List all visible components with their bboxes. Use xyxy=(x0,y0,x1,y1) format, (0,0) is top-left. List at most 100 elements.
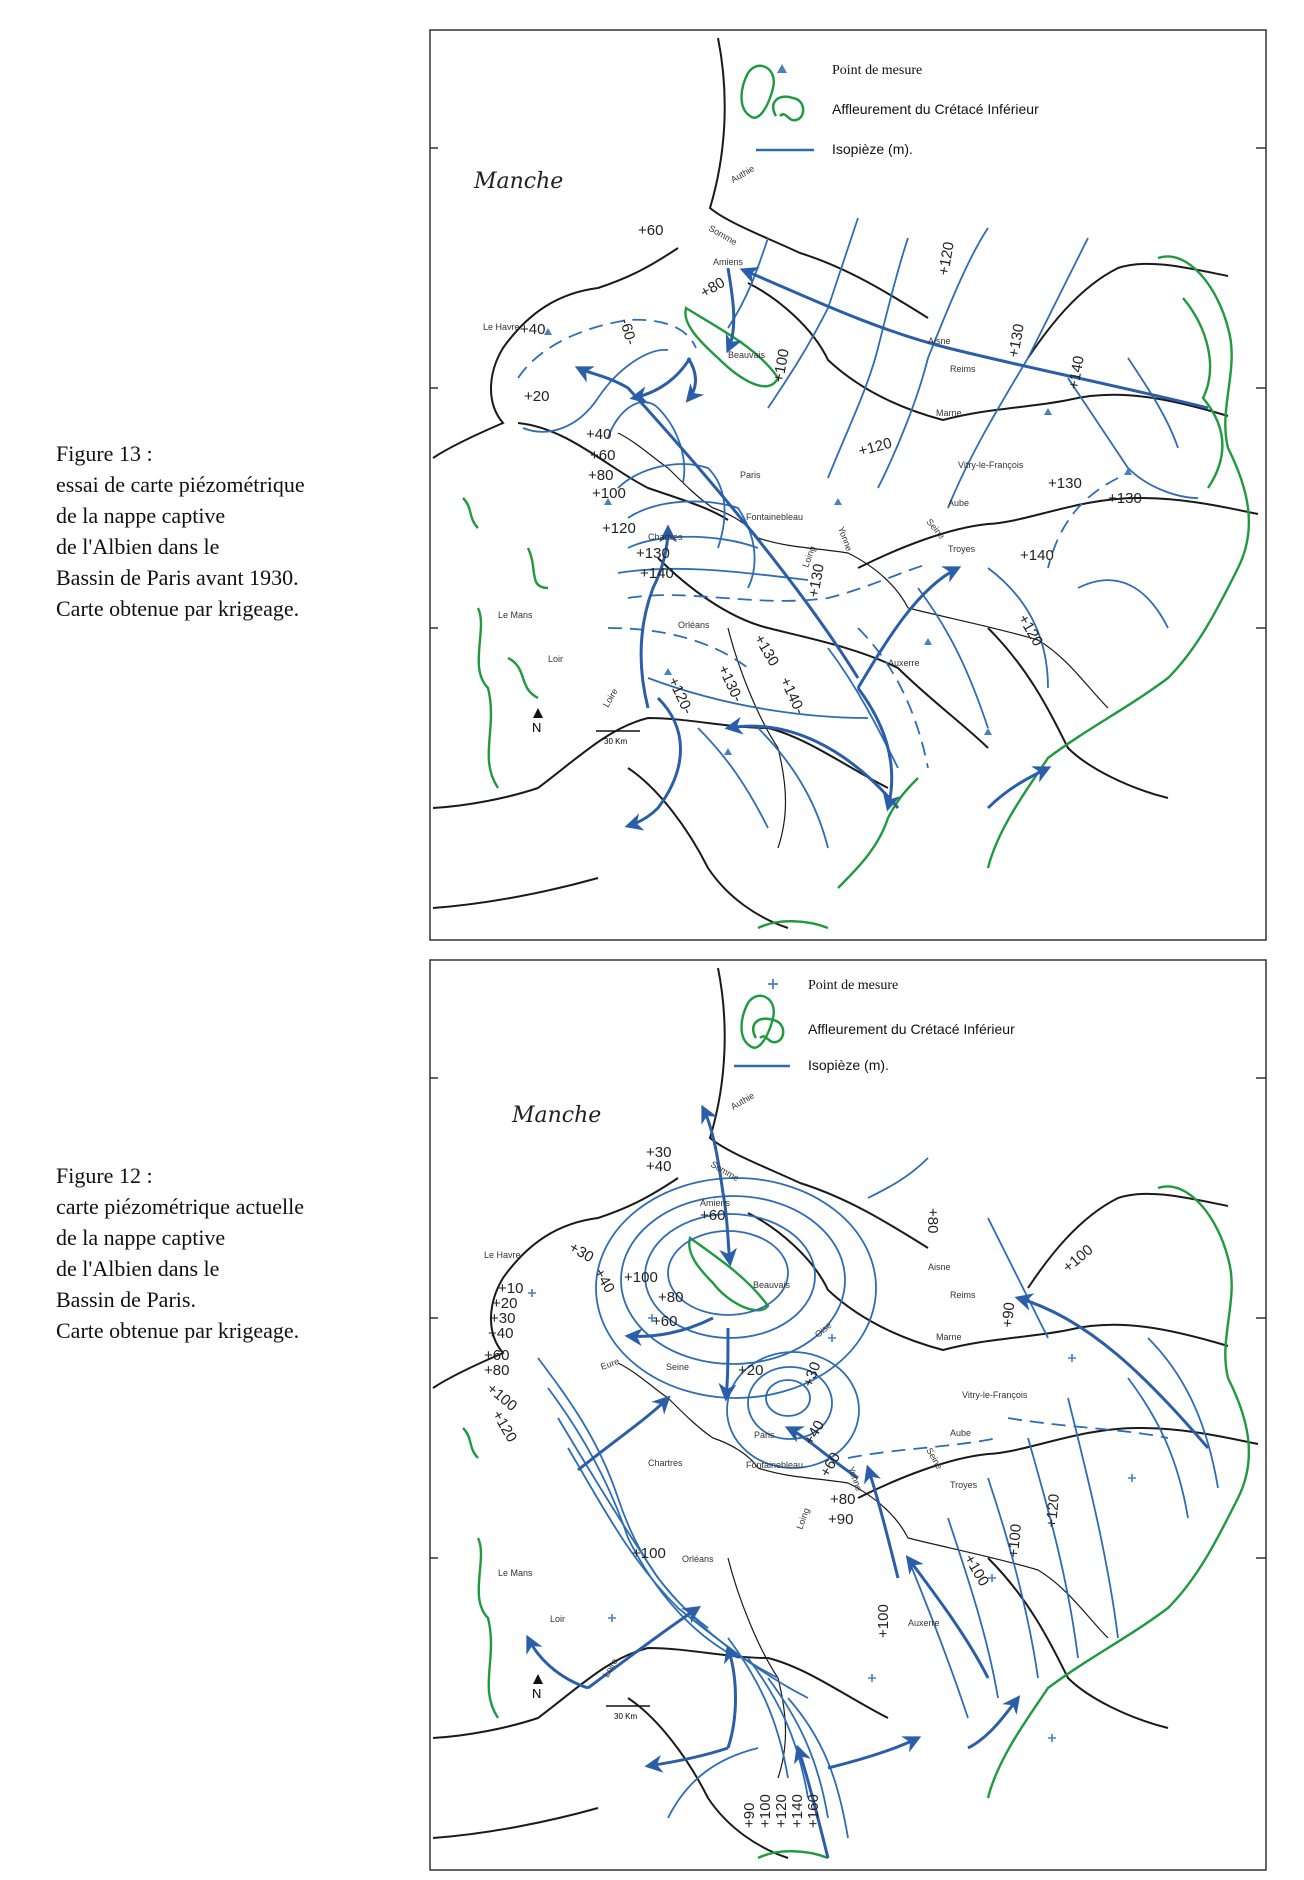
figure12-map: +30 +40 +60 +30 +40 +100 +80 +60 +10 +20… xyxy=(428,958,1268,1874)
place-label: Troyes xyxy=(950,1480,978,1490)
legend-isopieze-label: Isopièze (m). xyxy=(832,141,913,157)
scale-bar: 30 Km xyxy=(596,730,640,746)
flow-arrow-icon xyxy=(577,1395,671,1472)
flow-arrow-icon xyxy=(1014,1293,1210,1449)
figure12-caption-line: Carte obtenue par krigeage. xyxy=(56,1318,300,1343)
scale-bar: 30 Km xyxy=(606,1705,650,1721)
isopieze-label: +100 xyxy=(875,1604,892,1638)
flow-arrow-icon xyxy=(724,1644,742,1749)
figure12-caption-line: carte piézométrique actuelle xyxy=(56,1194,304,1219)
place-label: Le Havre xyxy=(483,322,520,332)
north-arrow-icon: N xyxy=(532,708,543,735)
isopieze-label: +100 xyxy=(757,1794,774,1828)
isopieze-label: +160 xyxy=(805,1794,822,1828)
figure13-map: +60 +80 +40 +20 -60- +40 +60 +80 +100 +1… xyxy=(428,28,1268,944)
place-label: Auxerre xyxy=(888,658,920,668)
north-label: N xyxy=(532,720,541,735)
isopieze-label: +120 xyxy=(935,240,958,276)
scale-label: 30 Km xyxy=(614,1712,637,1721)
isopieze-label: +60 xyxy=(638,222,663,239)
sea-label: Manche xyxy=(473,169,563,194)
place-label: Amiens xyxy=(700,1198,731,1208)
figure12-map-svg: +30 +40 +60 +30 +40 +100 +80 +60 +10 +20… xyxy=(429,959,1267,1871)
flow-arrows xyxy=(526,1104,1210,1859)
isopieze-label: +130 xyxy=(1005,322,1028,358)
place-label: Marne xyxy=(936,1332,962,1342)
scale-label: 30 Km xyxy=(604,737,627,746)
flow-arrow-icon xyxy=(905,1555,990,1679)
isopieze-label: +40 xyxy=(520,321,545,338)
flow-arrow-icon xyxy=(624,1316,714,1347)
isopieze-label: +120 xyxy=(773,1794,790,1828)
figure13-caption-line: de l'Albien dans le xyxy=(56,534,220,559)
place-label: Seine xyxy=(666,1362,689,1372)
isopieze-label: +80 xyxy=(588,467,613,484)
place-label: Paris xyxy=(740,470,761,480)
isopieze-label: +30 xyxy=(490,1310,515,1327)
isopieze-lines xyxy=(517,217,1199,849)
place-label: Aube xyxy=(948,498,969,508)
flow-arrow-icon xyxy=(967,1695,1021,1750)
legend-outcrop-label: Affleurement du Crétacé Inférieur xyxy=(832,101,1039,117)
isopieze-label: +100 xyxy=(1005,1523,1025,1558)
place-label: Orléans xyxy=(682,1554,714,1564)
figure12-caption-line: Figure 12 : xyxy=(56,1163,153,1188)
isopieze-label: +90 xyxy=(828,1511,853,1528)
isopieze-label: +40 xyxy=(488,1325,513,1342)
isopieze-label: +100 xyxy=(632,1545,666,1562)
place-label: Chartres xyxy=(648,1458,683,1468)
place-label: Marne xyxy=(936,408,962,418)
flow-arrow-icon xyxy=(587,1606,701,1690)
place-label: Vitry-le-François xyxy=(962,1390,1028,1400)
outcrop-areas xyxy=(462,64,1251,930)
place-label: Beauvais xyxy=(728,350,766,360)
isopieze-label: +90 xyxy=(999,1302,1018,1329)
isopieze-label: +140 xyxy=(640,565,674,582)
flow-arrow-icon xyxy=(794,1744,830,1859)
isopieze-label: +60 xyxy=(590,447,615,464)
isopieze-label: +40 xyxy=(646,1158,671,1175)
isopieze-label: +140 xyxy=(1020,547,1054,564)
legend-outcrop-label: Affleurement du Crétacé Inférieur xyxy=(808,1021,1015,1037)
isopieze-label: +130 xyxy=(1108,490,1142,507)
coastline xyxy=(432,37,1259,929)
figure12-caption-line: Bassin de Paris. xyxy=(56,1287,196,1312)
isopieze-label: +90 xyxy=(741,1803,758,1828)
flow-arrow-icon xyxy=(644,1746,729,1773)
flow-arrow-icon xyxy=(827,1736,922,1770)
isopieze-label: +20 xyxy=(492,1295,517,1312)
place-label: Aisne xyxy=(928,1262,951,1272)
map-frame xyxy=(429,959,1267,1871)
place-label: Vitry-le-François xyxy=(958,460,1024,470)
isopieze-label: +130 xyxy=(805,562,828,598)
plus-point-icon xyxy=(768,979,778,989)
flow-arrow-icon xyxy=(986,766,1052,810)
measurement-points xyxy=(528,1289,1136,1742)
figure13-caption-line: Carte obtenue par krigeage. xyxy=(56,596,300,621)
isopieze-label: +130 xyxy=(1048,475,1082,492)
flow-arrows xyxy=(574,266,1209,831)
map-frame xyxy=(429,29,1267,941)
flow-arrow-icon xyxy=(856,687,901,812)
isopieze-label: +130 xyxy=(636,545,670,562)
figure13-caption-line: de la nappe captive xyxy=(56,503,226,528)
flow-arrow-icon xyxy=(718,1327,737,1402)
legend: Point de mesure Affleurement du Crétacé … xyxy=(734,978,1015,1073)
isopieze-label: +60 xyxy=(652,1313,677,1330)
outcrop-areas xyxy=(462,994,1251,1860)
flow-arrow-icon xyxy=(639,524,677,709)
place-label: Chartres xyxy=(648,532,683,542)
place-label: Fontainebleau xyxy=(746,1460,803,1470)
place-label: Fontainebleau xyxy=(746,512,803,522)
flow-arrow-icon xyxy=(574,366,860,679)
legend: Point de mesure Affleurement du Crétacé … xyxy=(756,63,1039,157)
isopieze-label: +100 xyxy=(624,1269,658,1286)
isopieze-label: +20 xyxy=(524,388,549,405)
figure12-caption-line: de la nappe captive xyxy=(56,1225,226,1250)
flow-arrow-icon xyxy=(719,1192,738,1267)
place-label: Aisne xyxy=(928,336,951,346)
legend-point-label: Point de mesure xyxy=(808,978,898,993)
north-label: N xyxy=(532,1686,541,1701)
isopieze-label: +140 xyxy=(789,1794,806,1828)
north-arrow-icon: N xyxy=(532,1674,543,1701)
